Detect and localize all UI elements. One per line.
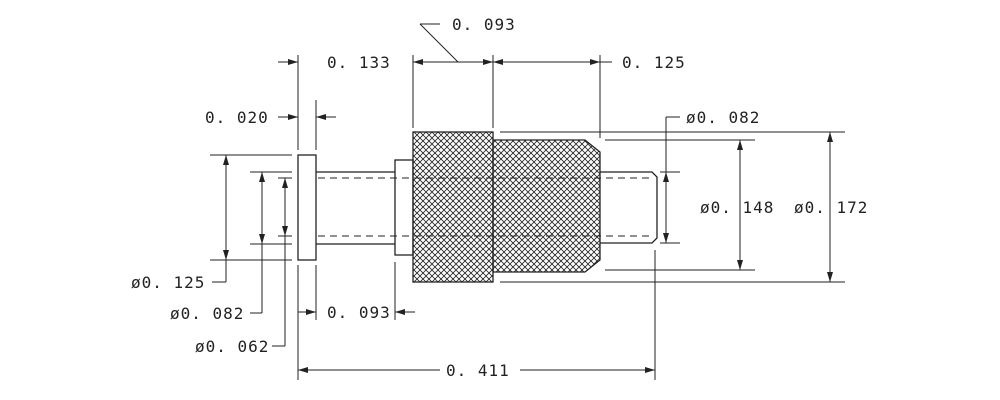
dim-width-0133: 0. 133 [327,53,391,72]
knurled-section-fine [492,139,601,273]
dim-dia-0125-flange: ø0. 125 [131,273,205,292]
flange [297,154,317,261]
part-outline [297,131,658,283]
dim-width-0125-knurl: 0. 125 [622,53,686,72]
collar [394,159,414,256]
dim-width-0093-bottom: 0. 093 [327,303,391,322]
dimension-lines [212,23,833,373]
dim-overall-length-0411: 0. 411 [446,361,510,380]
dim-dia-0062-bore: ø0. 062 [195,337,269,356]
dimension-labels: 0. 093 0. 133 0. 125 0. 020 ø0. 082 ø0. … [131,15,868,380]
knurled-section-coarse [412,131,494,283]
dim-dia-0082-shank: ø0. 082 [170,304,244,323]
pin [600,171,658,244]
dim-dia-0172: ø0. 172 [794,198,868,217]
dim-dia-0082-pin: ø0. 082 [686,108,760,127]
dim-width-0020-flange: 0. 020 [205,108,269,127]
dim-dia-0148: ø0. 148 [700,198,774,217]
shank [316,171,395,245]
dim-width-0093-top: 0. 093 [452,15,516,34]
